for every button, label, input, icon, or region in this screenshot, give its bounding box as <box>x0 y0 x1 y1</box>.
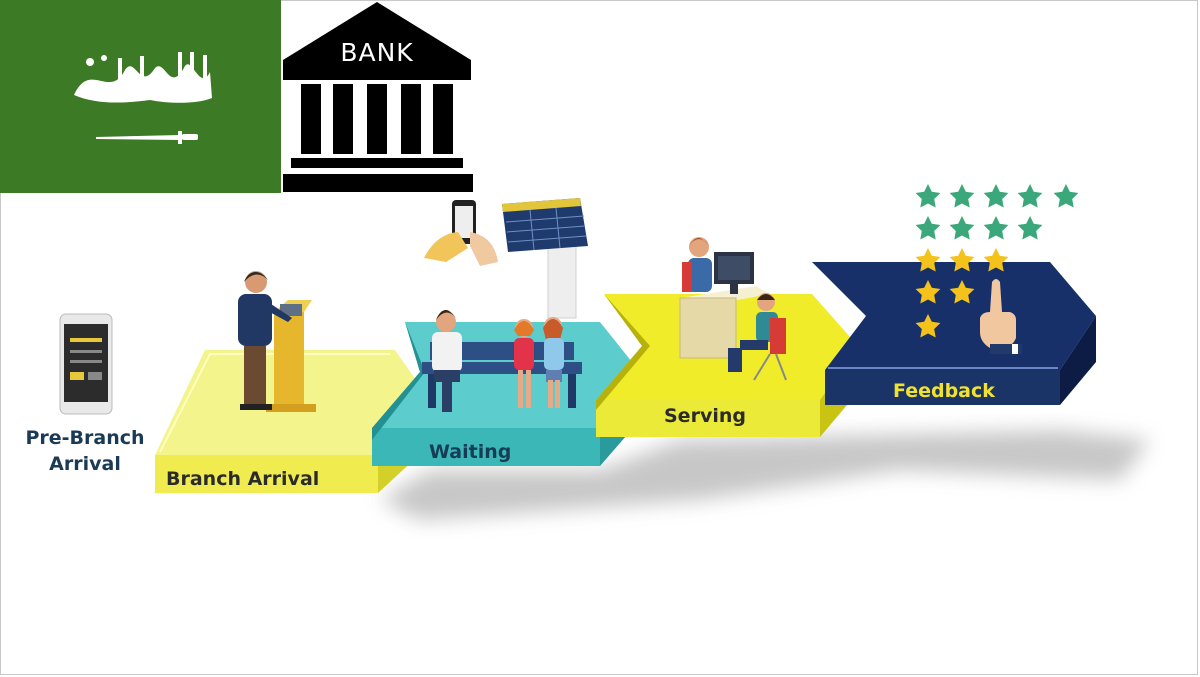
sword-icon <box>96 131 198 144</box>
kiosk-person-illustration <box>238 271 316 412</box>
stage-label-waiting: Waiting <box>429 441 512 463</box>
pointing-hand-icon <box>980 279 1022 354</box>
hand-phone-icon <box>424 200 498 266</box>
pre-branch-line2: Arrival <box>49 453 121 475</box>
queue-display-board-icon <box>502 198 588 319</box>
pre-branch-phone-icon <box>59 313 113 415</box>
green-star-icons <box>915 184 1079 240</box>
feedback-rating-stars <box>915 184 1079 354</box>
bank-label: BANK <box>340 38 414 67</box>
stage-label-serving: Serving <box>664 405 746 427</box>
saudi-flag <box>0 0 281 193</box>
stage-label-pre-branch-arrival: Pre-Branch Arrival <box>22 425 148 477</box>
stage-label-feedback: Feedback <box>893 380 995 402</box>
platform-shadow <box>380 430 1150 520</box>
calligraphy-icon <box>74 52 212 103</box>
stage-label-branch-arrival: Branch Arrival <box>166 468 320 490</box>
serving-desk-illustration <box>679 237 787 381</box>
bank-building-icon <box>281 0 473 193</box>
flag-emblem <box>74 52 212 144</box>
platform-feedback <box>812 262 1096 405</box>
pre-branch-line1: Pre-Branch <box>25 427 145 449</box>
waiting-bench-people <box>422 310 582 412</box>
